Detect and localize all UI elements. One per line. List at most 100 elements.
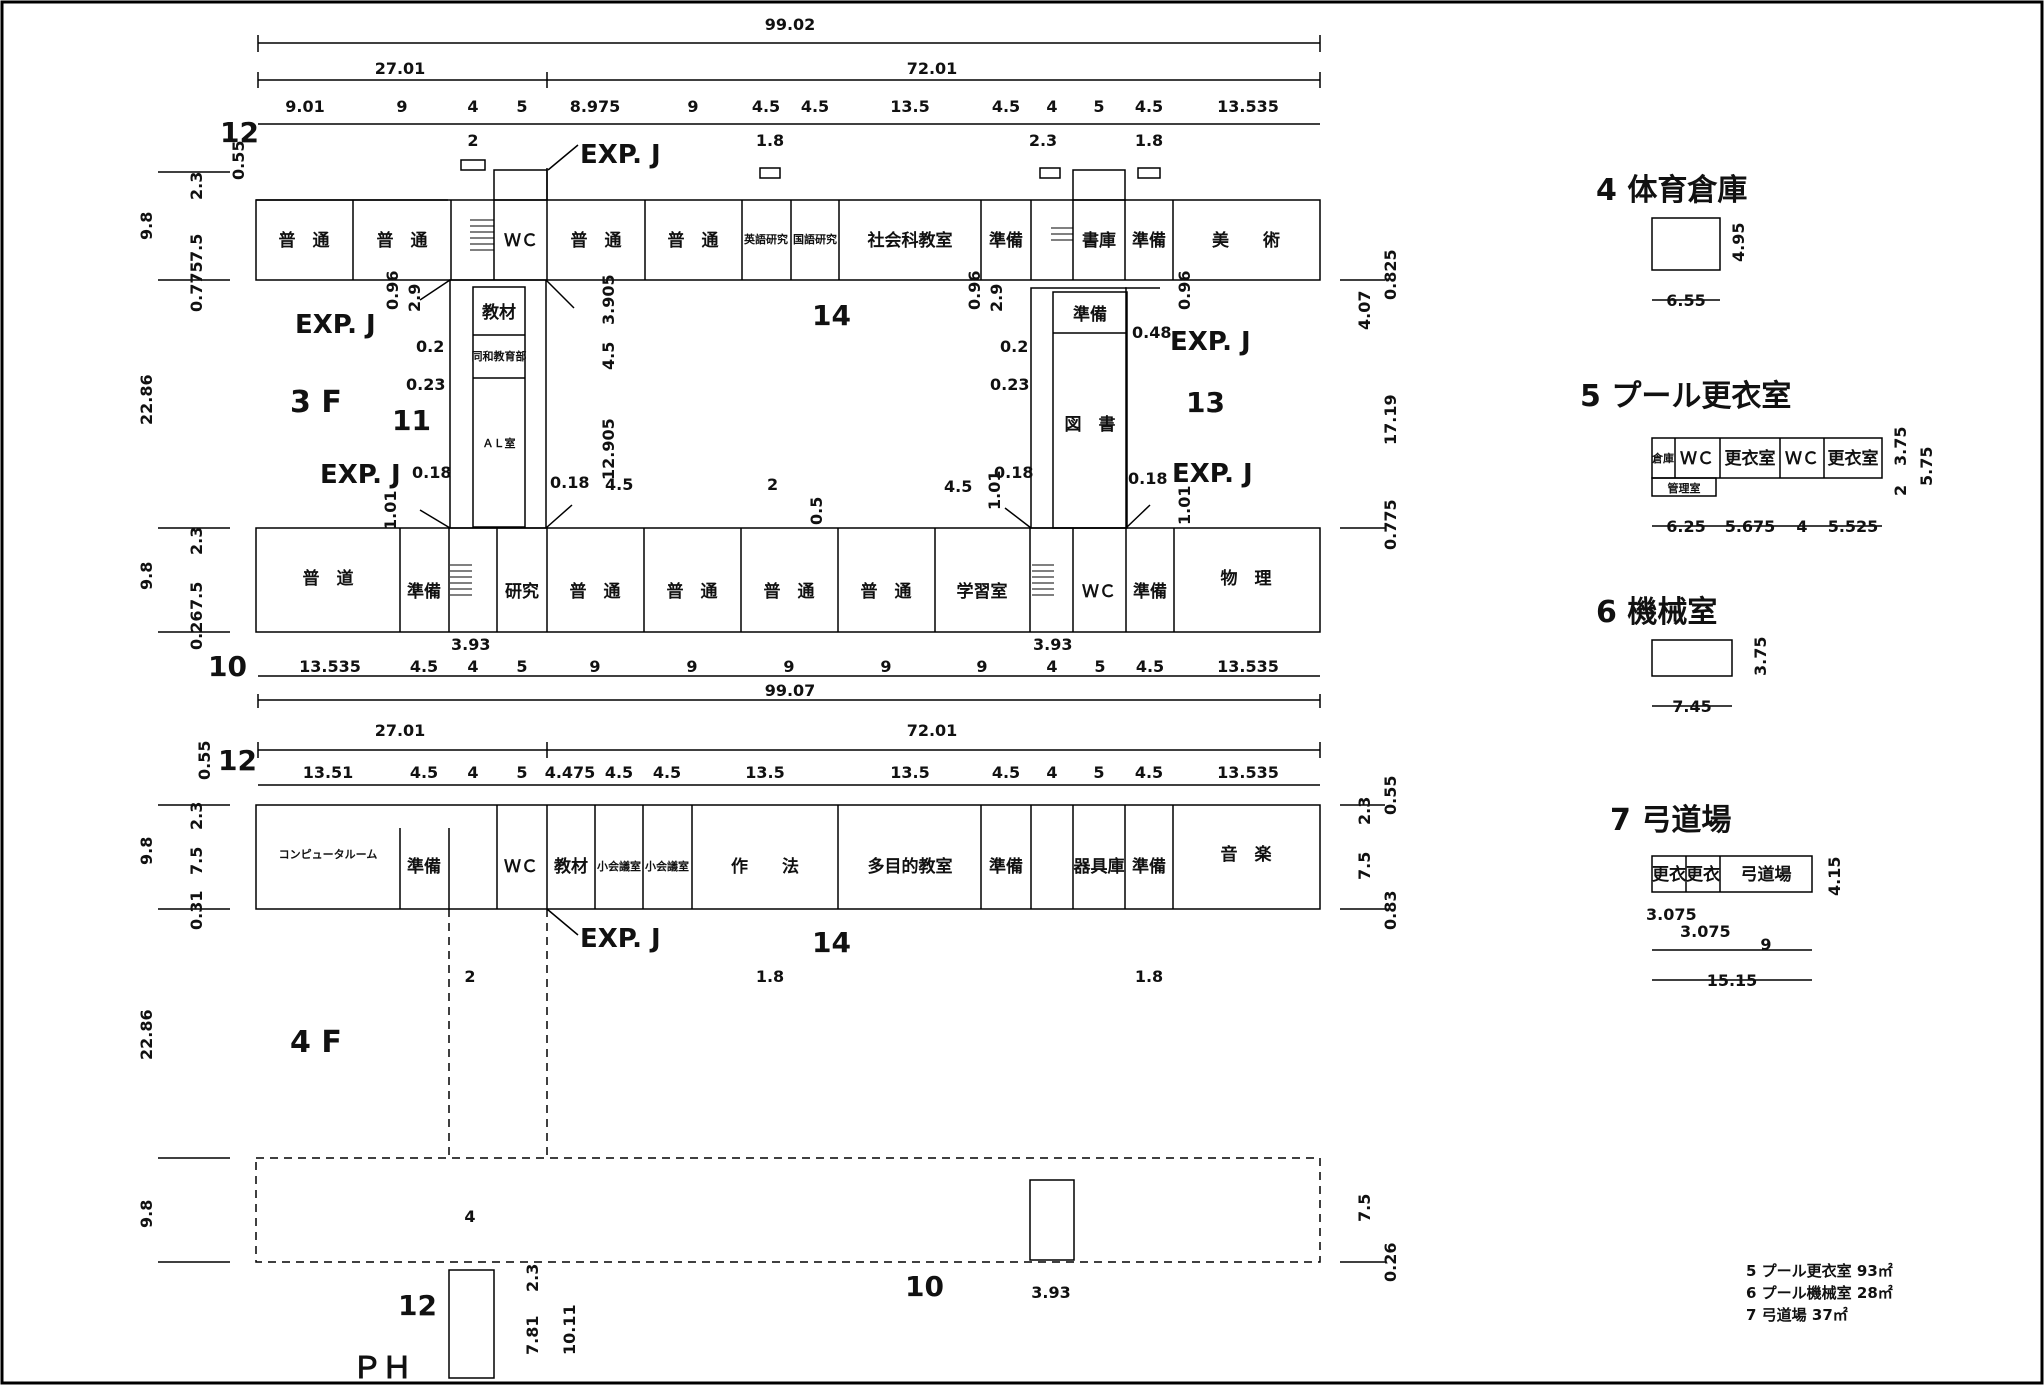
dim-label: 12.905: [599, 418, 618, 480]
room-label: 準備: [1133, 581, 1167, 602]
dim-label: 0.2: [416, 337, 444, 356]
ph-number: 12: [398, 1289, 437, 1322]
dim-label: 9: [589, 657, 600, 676]
dim-label: 0.18: [1128, 469, 1167, 488]
dim-label: 2: [467, 131, 478, 150]
dim-label: 13.535: [299, 657, 361, 676]
room-label: 音 楽: [1221, 844, 1273, 865]
room-label: 準備: [1132, 230, 1166, 251]
dim-label: 4.5: [1135, 763, 1163, 782]
dim-label: 2.3: [1029, 131, 1057, 150]
dim-label: 5: [1093, 763, 1104, 782]
inner-dims-3f: 2 1.8 2.3 1.8 0.2 0.23 0.18 0.18 4.5 2 4…: [406, 131, 1171, 654]
dim-label: 4: [467, 97, 478, 116]
dim-label: 0.55: [229, 141, 248, 180]
dim-label: 2.3: [187, 802, 206, 830]
overall-bottom-dim: 99.07: [765, 681, 816, 700]
wing-number: 10: [208, 650, 247, 683]
legend-title-7: 7 弓道場: [1610, 803, 1731, 838]
room-label: 普 通: [668, 230, 719, 251]
dim-label: 0.31: [187, 891, 206, 930]
legend-dim: 2: [1891, 485, 1910, 496]
wing-number: 14: [812, 299, 851, 332]
dim-label: 4.5: [944, 477, 972, 496]
dim-label: 10.11: [560, 1304, 579, 1355]
dim-label: 4.5: [410, 763, 438, 782]
dim-label: 7.5: [1355, 1194, 1374, 1222]
rotated-dims-3f: 0.55 2.3 9.8 7.5 0.775 22.86 2.3 9.8 7.5…: [137, 141, 1400, 650]
exp-joint-label: EXP. J: [1172, 459, 1253, 489]
dim-label: 0.775: [1381, 499, 1400, 550]
north-block-4f: [255, 804, 1321, 910]
segment-west-dim: 27.01: [375, 721, 426, 740]
dim-label: 4.5: [752, 97, 780, 116]
legend-dim: 4: [1796, 517, 1807, 536]
dim-label: 9: [976, 657, 987, 676]
dim-label: 0.48: [1132, 323, 1171, 342]
room-label: ＷＣ: [504, 231, 538, 251]
legend-dim: 3.75: [1751, 637, 1770, 676]
dim-label: 2.9: [987, 284, 1006, 312]
dim-label: 4.475: [545, 763, 596, 782]
dim-label: 13.5: [745, 763, 784, 782]
dim-label: 2.3: [187, 172, 206, 200]
dim-label: 0.96: [1175, 271, 1194, 310]
dim-label: 13.51: [303, 763, 354, 782]
dim-label: 0.2: [1000, 337, 1028, 356]
segment-east-dim: 72.01: [907, 59, 958, 78]
room-label: 作 法: [731, 856, 799, 877]
dim-label: 1.8: [756, 131, 784, 150]
legend-dim: 7.45: [1672, 697, 1711, 716]
wing-number: 11: [392, 404, 431, 437]
top-dims-3f: 9.01 9 4 5 8.975 9 4.5 4.5 13.5 4.5 4 5 …: [285, 97, 1279, 116]
floor-label-4f: 4 F: [290, 1025, 342, 1060]
dim-label: 0.825: [1381, 249, 1400, 300]
legend-dim: 6.55: [1666, 291, 1705, 310]
room-label: 普 通: [571, 230, 622, 251]
wing-number: 12: [218, 744, 257, 777]
room-label: 準備: [989, 230, 1023, 251]
room-label: 美 術: [1212, 230, 1280, 251]
room-label: 準備: [989, 856, 1023, 877]
dim-label: 4.5: [410, 657, 438, 676]
dim-label: 9: [686, 657, 697, 676]
room-label: 準備: [407, 856, 441, 877]
dim-label: 5: [1093, 97, 1104, 116]
room-label: 教材: [553, 856, 588, 877]
dim-label: 8.975: [570, 97, 621, 116]
room-label: 準備: [1132, 856, 1166, 877]
exp-joint-label: EXP. J: [320, 460, 401, 490]
dim-label: 0.18: [412, 463, 451, 482]
dim-label: 5: [1094, 657, 1105, 676]
room-label: 教材: [481, 302, 516, 323]
dim-label: 2: [464, 967, 475, 986]
dim-label: 4.5: [801, 97, 829, 116]
bottom-dims-3f: 13.535 4.5 4 5 9 9 9 9 9 4 5 4.5 13.535 …: [299, 657, 1279, 740]
floor-4f: [158, 742, 1385, 1379]
dim-label: 9.8: [137, 1200, 156, 1228]
dim-label: 2.9: [405, 284, 424, 312]
floor-label-3f: 3 F: [290, 385, 342, 420]
dim-label: 0.23: [406, 375, 445, 394]
room-label: 普 通: [764, 581, 815, 602]
south-block-4f-outline: [255, 1157, 1321, 1263]
legend-dim: 6.25: [1666, 517, 1705, 536]
legend-dim: 3.75: [1891, 427, 1910, 466]
north-block-3f: [255, 199, 1321, 281]
legend-dim: 4.15: [1825, 857, 1844, 896]
dim-label: 5: [516, 763, 527, 782]
dim-label: 2.3: [187, 527, 206, 555]
dim-label: 3.93: [1033, 635, 1072, 654]
rotated-dims-4f: 0.55 2.3 9.8 7.5 0.31 22.86 9.8 0.55 2.3…: [137, 741, 1400, 1355]
dim-label: 1.01: [381, 491, 400, 530]
dim-label: 13.5: [890, 97, 929, 116]
dim-label: 1.01: [1175, 486, 1194, 525]
rooms-4f: コンピュータルーム 準備 ＷＣ 教材 小会議室 小会議室 作 法 多目的教室 準…: [279, 844, 1273, 877]
legend-room: 更衣室: [1828, 448, 1879, 469]
legend-dim: 5.675: [1725, 517, 1776, 536]
room-label: 小会議室: [596, 859, 641, 873]
dim-label: 4: [1046, 657, 1057, 676]
dim-label: 0.23: [990, 375, 1029, 394]
dim-label: 9.8: [137, 212, 156, 240]
